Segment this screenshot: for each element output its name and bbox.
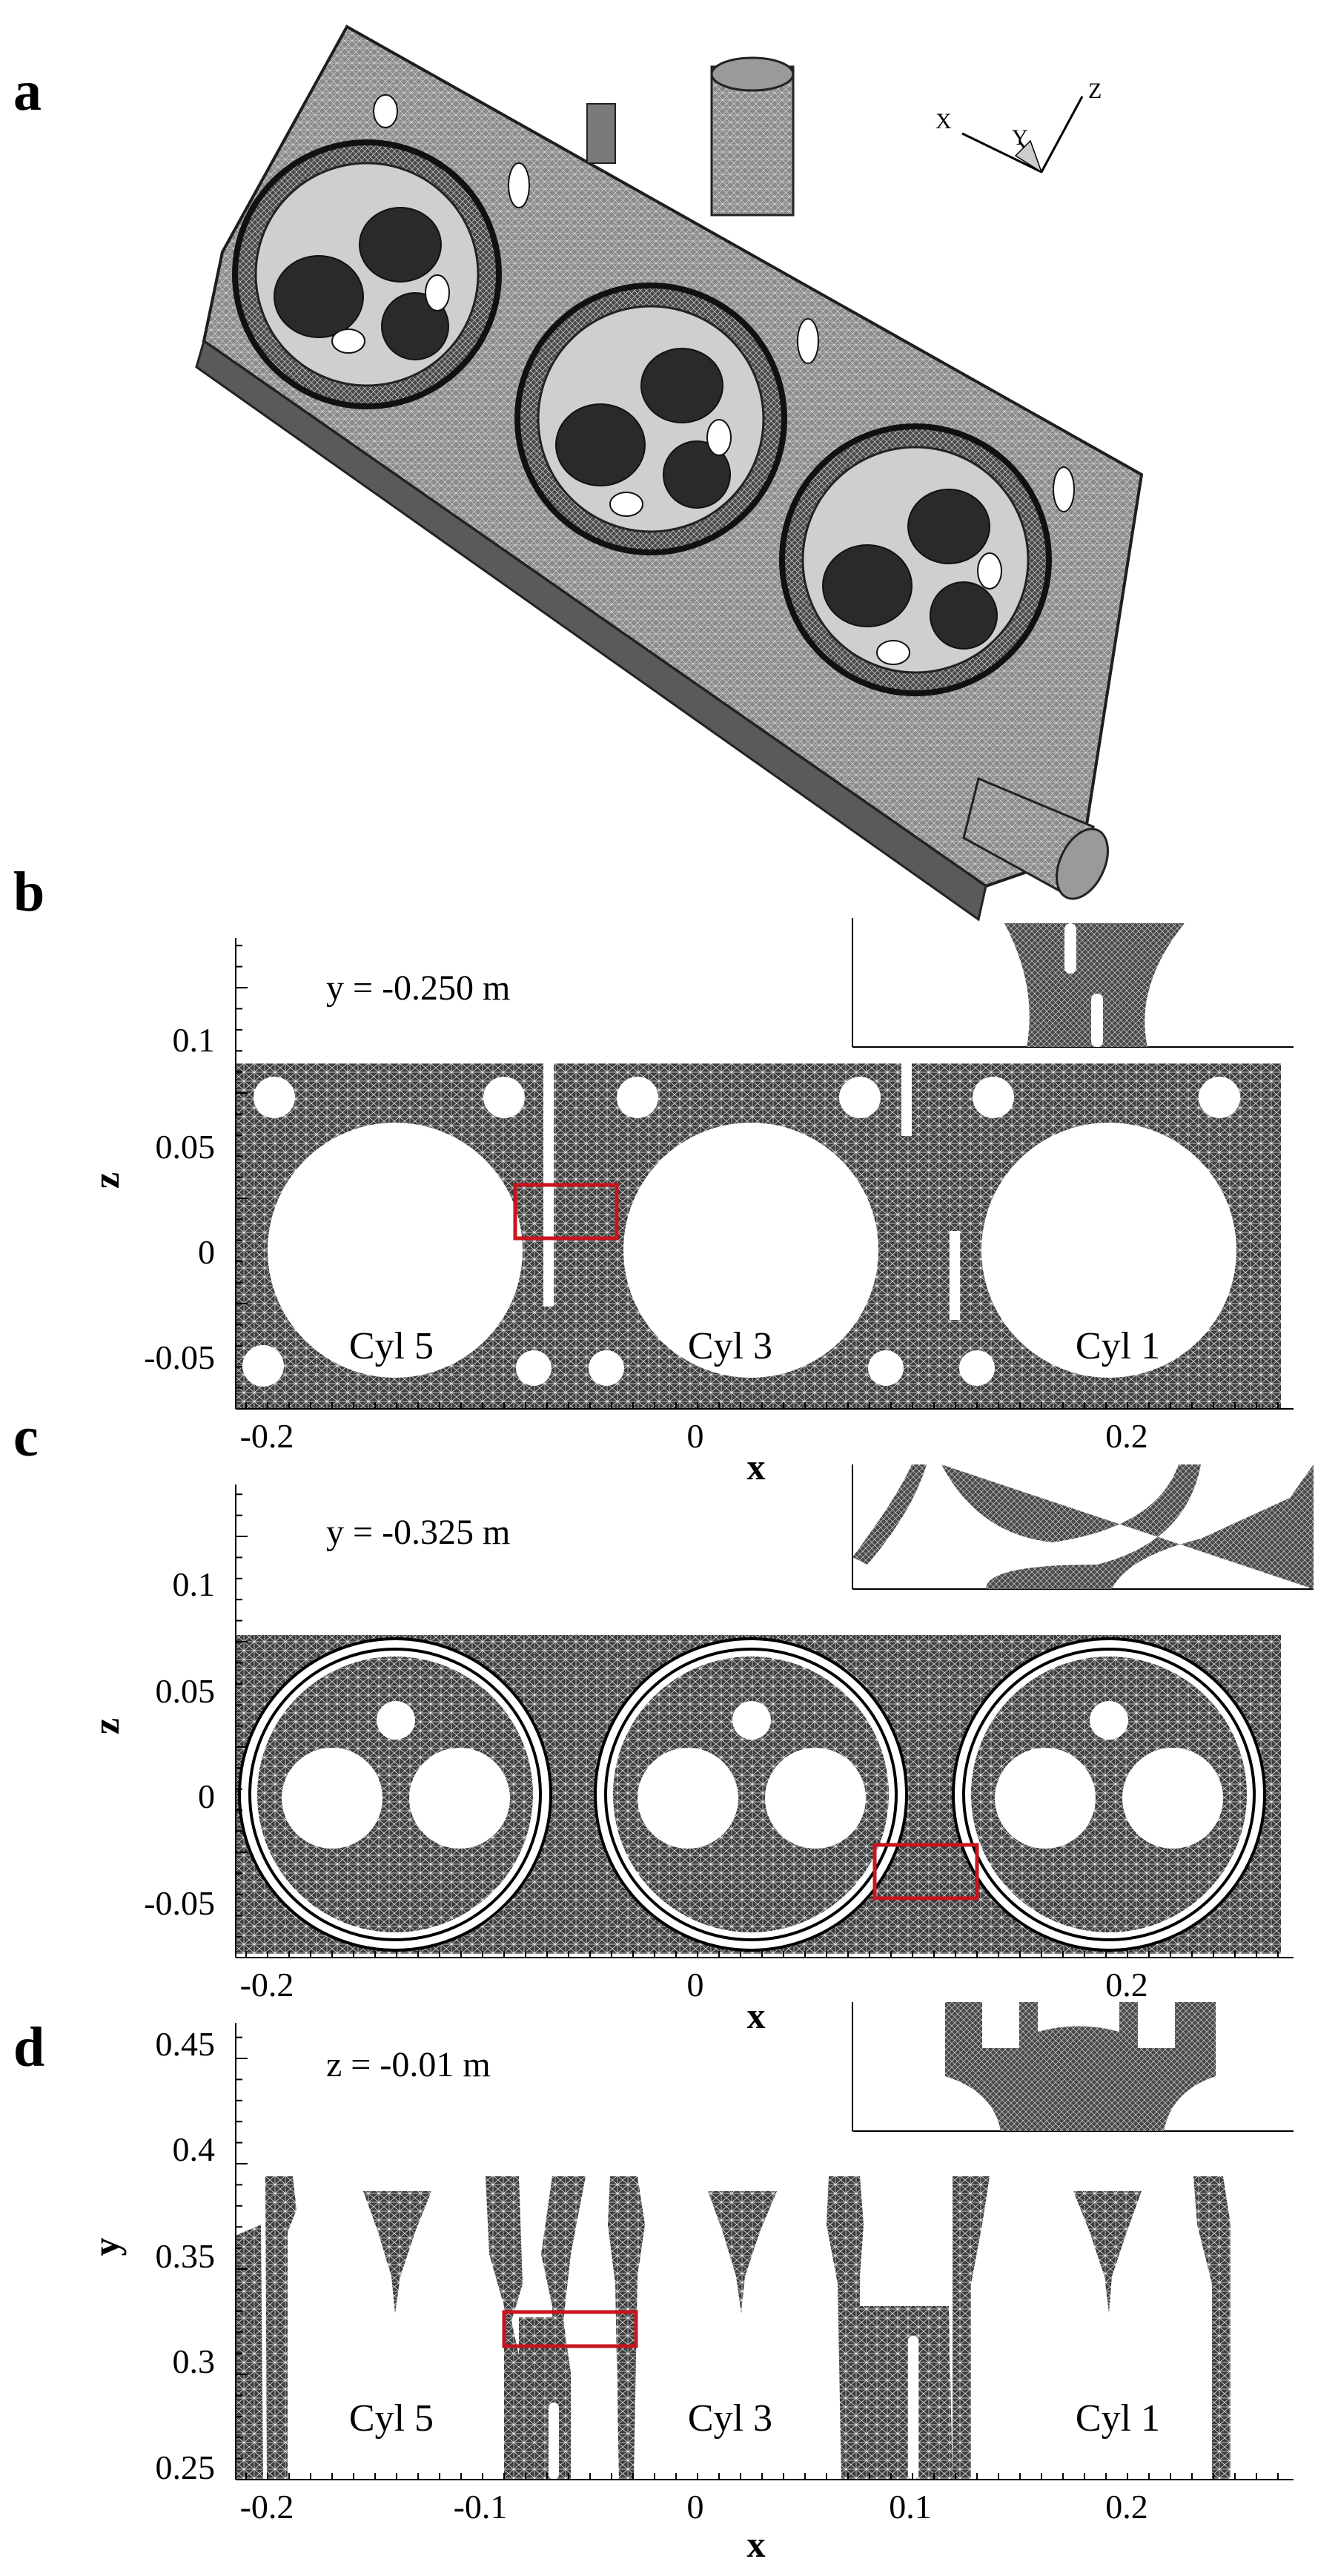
xtick-c-0: -0.2	[240, 1966, 294, 2004]
coordinate-triad	[961, 96, 1084, 174]
panel-label-c: c	[13, 1406, 39, 1468]
panel-b-section	[235, 918, 1294, 1410]
cyl-label-d-0: Cyl 5	[349, 2397, 434, 2440]
highlight-box-b	[513, 1183, 619, 1241]
xtick-d-2: 0	[687, 2488, 704, 2526]
section-label-b: y = -0.250 m	[326, 968, 510, 1008]
cyl-label-b-1: Cyl 3	[688, 1325, 772, 1367]
triad-y-label: Y	[1012, 125, 1028, 150]
ytick-b-1: 0.05	[156, 1128, 216, 1166]
xtick-c-1: 0	[687, 1966, 704, 2004]
ytick-d-4: 0.25	[156, 2448, 216, 2486]
x-axis-label-b: x	[747, 1446, 766, 1487]
xtick-b-2: 0.2	[1105, 1417, 1148, 1455]
inset-c	[852, 1464, 1314, 1590]
cyl-label-d-1: Cyl 3	[688, 2397, 772, 2440]
ytick-d-1: 0.4	[173, 2130, 216, 2168]
y-axis-label-c: z	[85, 1718, 127, 1734]
x-axis-label-c: x	[747, 1995, 766, 2036]
panel-a-3d-mesh: X Y Z	[195, 24, 1144, 922]
panel-c-section	[235, 1464, 1314, 1958]
panel-label-b: b	[13, 861, 45, 923]
ytick-c-1: 0.05	[156, 1672, 216, 1710]
xtick-d-4: 0.2	[1105, 2488, 1148, 2526]
ytick-d-2: 0.35	[156, 2237, 216, 2275]
cyl-label-b-2: Cyl 1	[1076, 1325, 1160, 1367]
y-axis-label-d: y	[85, 2238, 127, 2256]
highlight-box-d	[502, 2310, 638, 2348]
ytick-b-2: 0	[198, 1233, 215, 1271]
inset-d	[852, 2002, 1294, 2132]
triad-x-label: X	[935, 109, 952, 133]
xtick-d-0: -0.2	[240, 2488, 294, 2526]
xtick-d-1: -0.1	[454, 2488, 508, 2526]
x-axis-label-d: x	[747, 2523, 766, 2565]
xtick-b-0: -0.2	[240, 1417, 294, 1455]
highlight-box-c	[872, 1843, 979, 1900]
ytick-b-3: -0.05	[144, 1338, 215, 1376]
ytick-c-2: 0	[198, 1777, 215, 1815]
cyl-label-b-0: Cyl 5	[349, 1325, 434, 1367]
panel-d-section	[235, 2002, 1294, 2480]
ytick-c-3: -0.05	[144, 1884, 215, 1922]
cyl-label-d-2: Cyl 1	[1076, 2397, 1160, 2440]
triad-z-label: Z	[1088, 79, 1102, 103]
panel-label-d: d	[13, 2016, 45, 2078]
ytick-b-0: 0.1	[173, 1021, 216, 1059]
panel-label-a: a	[13, 60, 42, 122]
xtick-c-2: 0.2	[1105, 1966, 1148, 2004]
xtick-d-3: 0.1	[889, 2488, 932, 2526]
inset-b	[852, 918, 1294, 1048]
section-label-c: y = -0.325 m	[326, 1513, 510, 1552]
ytick-c-0: 0.1	[173, 1565, 216, 1603]
ytick-d-0: 0.45	[156, 2025, 216, 2063]
section-label-d: z = -0.01 m	[326, 2045, 491, 2084]
ytick-d-3: 0.3	[173, 2342, 216, 2380]
y-axis-label-b: z	[85, 1172, 127, 1189]
xtick-b-1: 0	[687, 1417, 704, 1455]
